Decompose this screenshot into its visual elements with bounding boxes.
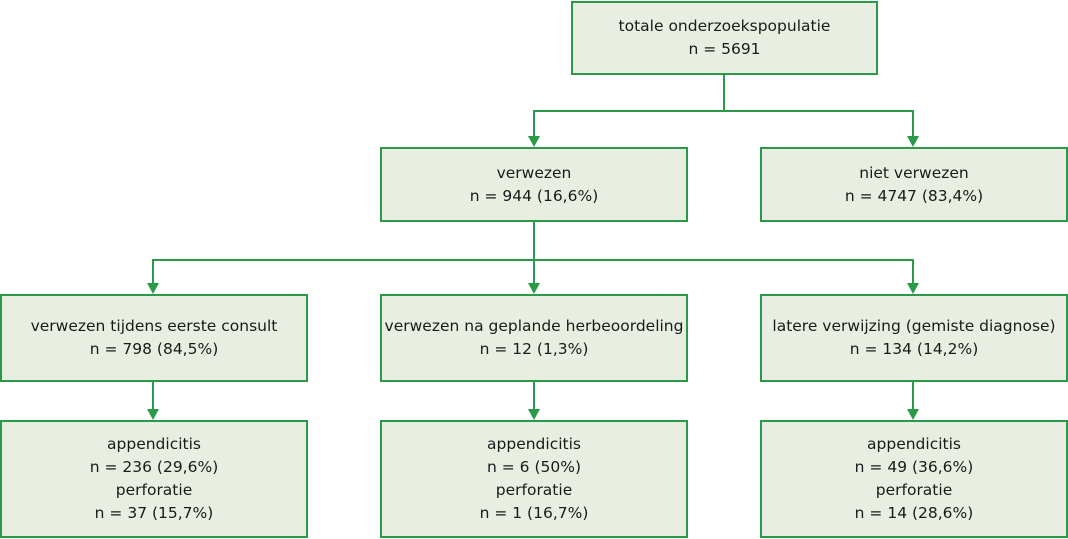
node-label: verwezen tijdens eerste consult — [30, 317, 278, 335]
connector-verwezen-split — [147, 221, 919, 294]
node-count: n = 5691 — [688, 40, 761, 58]
outcome-appendicitis-label: appendicitis — [487, 435, 581, 453]
node-label: totale onderzoekspopulatie — [618, 17, 831, 35]
node-count: n = 4747 (83,4%) — [844, 186, 984, 205]
node-herbeoordeling: verwezen na geplande herbeoordeling n = … — [380, 294, 688, 382]
node-outcome-latere-verwijzing: appendicitis n = 49 (36,6%) perforatie n… — [760, 420, 1068, 538]
node-eerste-consult: verwezen tijdens eerste consult n = 798 … — [0, 294, 308, 382]
node-label: verwezen — [496, 163, 572, 182]
outcome-appendicitis-count: n = 49 (36,6%) — [854, 458, 974, 476]
node-count: n = 12 (1,3%) — [479, 340, 589, 358]
node-verwezen: verwezen n = 944 (16,6%) — [380, 147, 688, 222]
node-outcome-herbeoordeling: appendicitis n = 6 (50%) perforatie n = … — [380, 420, 688, 538]
outcome-appendicitis-count: n = 236 (29,6%) — [89, 458, 219, 476]
outcome-perforatie-count: n = 14 (28,6%) — [854, 504, 974, 522]
outcome-appendicitis-label: appendicitis — [867, 435, 961, 453]
node-label: latere verwijzing (gemiste diagnose) — [772, 317, 1056, 335]
outcome-perforatie-label: perforatie — [875, 481, 953, 499]
node-niet-verwezen: niet verwezen n = 4747 (83,4%) — [760, 147, 1068, 222]
node-outcome-eerste-consult: appendicitis n = 236 (29,6%) perforatie … — [0, 420, 308, 538]
node-label: niet verwezen — [859, 163, 969, 182]
outcome-appendicitis-label: appendicitis — [107, 435, 201, 453]
node-label: verwezen na geplande herbeoordeling — [384, 317, 684, 335]
node-count: n = 944 (16,6%) — [469, 186, 599, 205]
outcome-perforatie-label: perforatie — [495, 481, 573, 499]
outcome-perforatie-count: n = 37 (15,7%) — [94, 504, 214, 522]
connector-total-split — [528, 74, 919, 147]
node-count: n = 134 (14,2%) — [849, 340, 979, 358]
node-count: n = 798 (84,5%) — [89, 340, 219, 358]
node-total-population: totale onderzoekspopulatie n = 5691 — [571, 1, 878, 75]
outcome-perforatie-label: perforatie — [115, 481, 193, 499]
outcome-appendicitis-count: n = 6 (50%) — [487, 458, 581, 476]
connector-outcomes — [147, 381, 919, 420]
outcome-perforatie-count: n = 1 (16,7%) — [479, 504, 589, 522]
node-latere-verwijzing: latere verwijzing (gemiste diagnose) n =… — [760, 294, 1068, 382]
